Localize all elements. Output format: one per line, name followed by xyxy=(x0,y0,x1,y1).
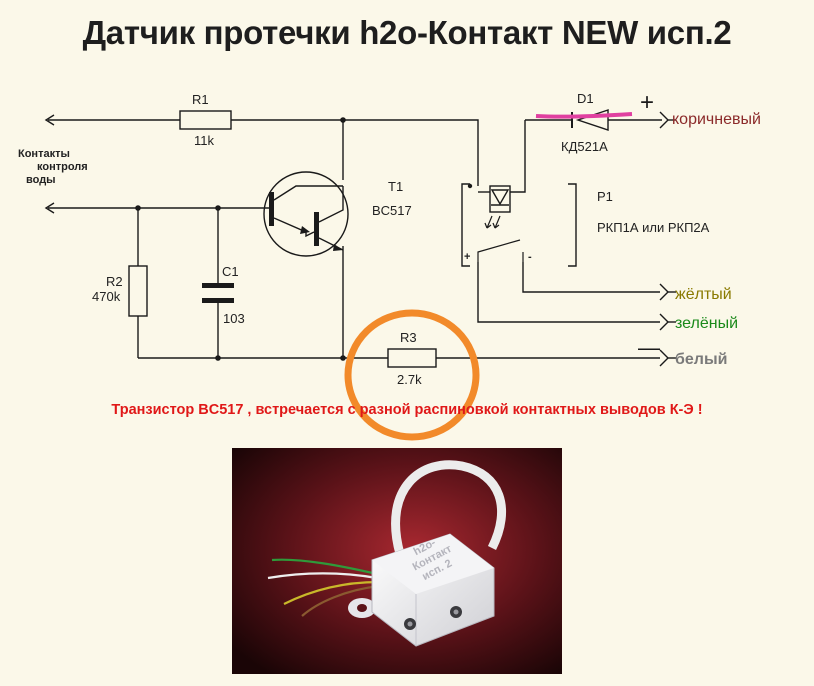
diode-highlight-stroke xyxy=(535,112,633,119)
page-title: Датчик протечки h2o-Контакт NEW исп.2 xyxy=(82,14,732,51)
contacts-label-line3: воды xyxy=(26,174,56,186)
diode-d1 xyxy=(571,109,609,131)
relay-p1 xyxy=(461,183,577,267)
contacts-label-line1: Контакты xyxy=(18,148,70,160)
junction-dots xyxy=(135,117,473,361)
p1-value: РКП1А или РКП2А xyxy=(597,220,710,235)
minus-sign: — xyxy=(638,335,660,360)
r3-highlight-circle xyxy=(344,309,480,441)
transistor-t1 xyxy=(263,171,349,257)
resistor-r3 xyxy=(387,348,437,368)
pinout-warning-note: Транзистор BC517 , встречается с разной … xyxy=(111,402,703,418)
device-photo: h2o- Контакт исп. 2 xyxy=(232,448,562,674)
wire-label-white: белый xyxy=(675,351,727,368)
wire-label-yellow: жёлтый xyxy=(675,286,732,303)
input-arrow-icon xyxy=(44,114,55,214)
c1-value: 103 xyxy=(223,311,245,326)
resistor-r2 xyxy=(128,265,148,317)
resistor-r1 xyxy=(179,110,232,130)
plus-sign: + xyxy=(640,89,654,116)
wire-label-green: зелёный xyxy=(675,315,738,332)
output-connector-icon xyxy=(659,111,676,367)
r1-value: 11k xyxy=(194,133,214,148)
t1-name: T1 xyxy=(388,179,403,194)
relay-plus-sign: + xyxy=(464,251,470,263)
wire-label-brown: коричневый xyxy=(672,111,761,128)
c1-name: C1 xyxy=(222,264,239,279)
p1-name: P1 xyxy=(597,189,613,204)
d1-value: КД521А xyxy=(561,139,608,154)
r2-value: 470k xyxy=(92,289,121,304)
capacitor-c1 xyxy=(202,283,234,303)
relay-minus-sign: - xyxy=(528,251,532,263)
t1-value: BC517 xyxy=(372,203,412,218)
r3-name: R3 xyxy=(400,330,417,345)
contacts-label-line2: контроля xyxy=(37,161,88,173)
r1-name: R1 xyxy=(192,92,209,107)
d1-name: D1 xyxy=(577,91,594,106)
r3-value: 2.7k xyxy=(397,372,422,387)
circuit-diagram: R1 11k R2 470k C1 103 T1 BC517 xyxy=(18,89,761,441)
r2-name: R2 xyxy=(106,274,123,289)
